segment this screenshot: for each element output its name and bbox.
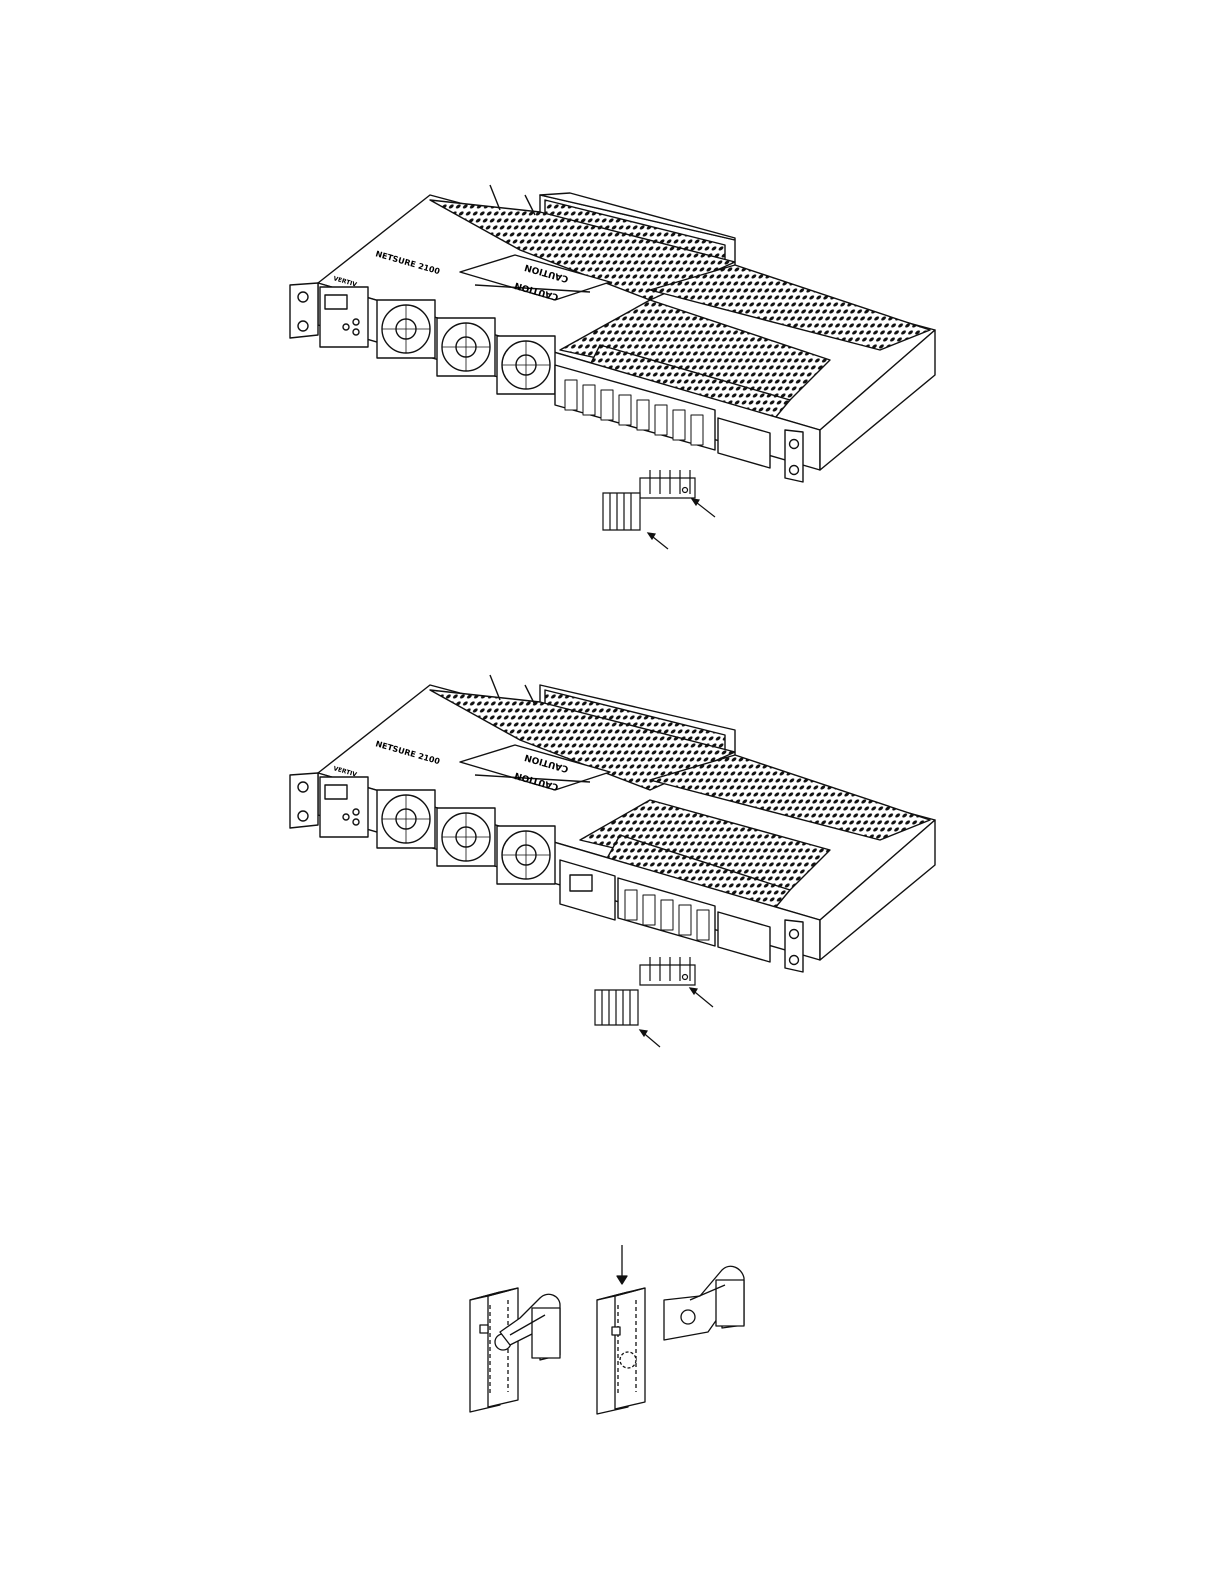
terminal-clips-top xyxy=(603,470,715,549)
bracket-left xyxy=(470,1288,518,1412)
clip-installation-detail xyxy=(470,1245,744,1414)
fan-2 xyxy=(437,318,495,376)
bracket-middle xyxy=(597,1288,645,1414)
lug-right xyxy=(664,1266,744,1340)
clip-set-upper xyxy=(640,470,695,498)
fan-2 xyxy=(437,808,495,866)
clip-set-upper xyxy=(640,957,695,985)
fan-3 xyxy=(497,826,555,884)
clip-set-lower xyxy=(603,493,640,530)
clip-set-lower xyxy=(595,990,638,1025)
fan-1 xyxy=(377,300,435,358)
terminal-clips-middle xyxy=(595,957,713,1047)
fan-1 xyxy=(377,790,435,848)
power-shelf-top xyxy=(290,185,935,482)
fan-3 xyxy=(497,336,555,394)
power-shelf-middle xyxy=(290,675,935,972)
